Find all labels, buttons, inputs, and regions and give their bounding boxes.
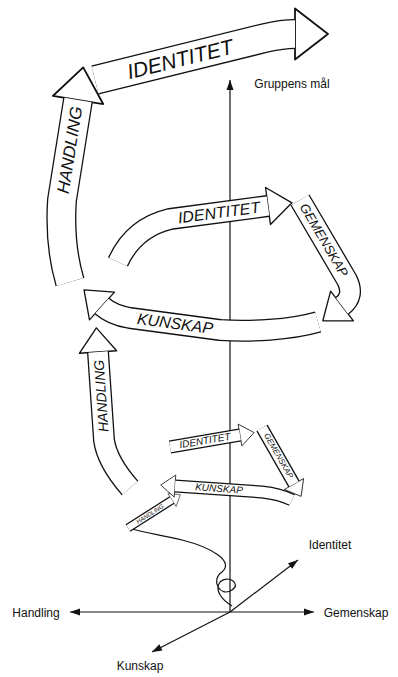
band-label: GEMENSKAP bbox=[297, 201, 350, 279]
axis-label: Gemenskap bbox=[324, 607, 389, 619]
axis-label: Handling bbox=[12, 607, 59, 619]
horizontal-axis bbox=[70, 611, 314, 612]
band-label: GEMENSKAP bbox=[262, 432, 294, 480]
vertical-axis bbox=[229, 80, 230, 612]
depth-axis bbox=[230, 560, 298, 612]
spiral-band bbox=[262, 428, 294, 484]
spiral-coil bbox=[128, 528, 235, 606]
band-label: HANDLING bbox=[135, 503, 164, 525]
axis-label: Kunskap bbox=[117, 660, 164, 672]
axis-label: Identitet bbox=[309, 539, 352, 551]
depth-axis bbox=[152, 612, 230, 652]
axis-label: Gruppens mål bbox=[254, 78, 329, 90]
axes bbox=[70, 80, 314, 652]
spiral-band bbox=[128, 500, 172, 528]
band-label: IDENTITET bbox=[125, 36, 235, 82]
